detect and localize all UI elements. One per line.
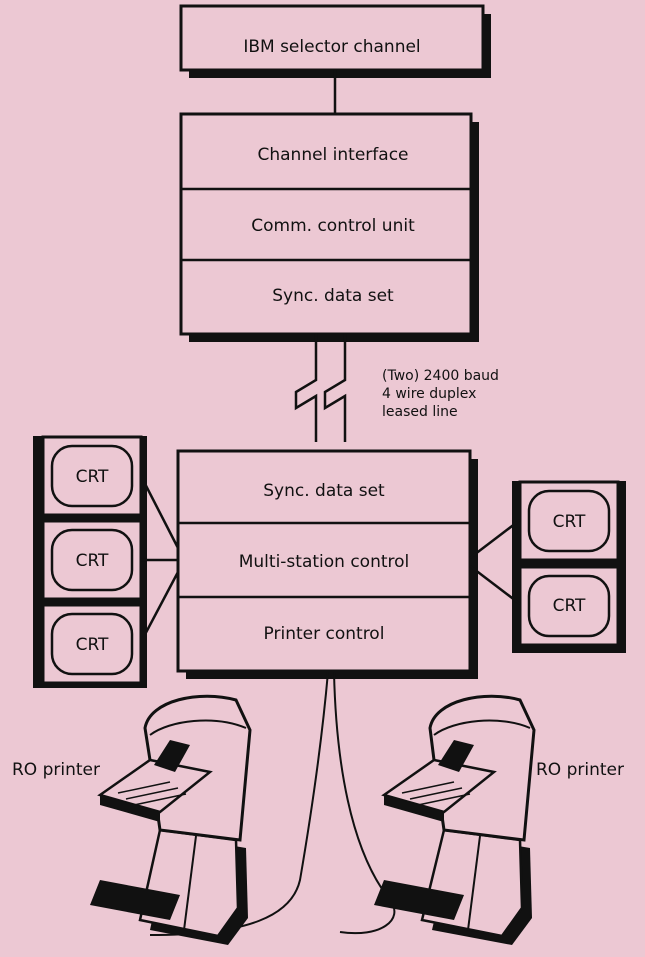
crt-screen-icon	[50, 444, 134, 508]
comm-control-unit-label: Comm. control unit	[251, 216, 415, 236]
crt-stack-right: CRT CRT	[512, 480, 626, 653]
crt-label: CRT	[76, 467, 109, 487]
crt-left-1: CRT	[41, 435, 143, 517]
ro-printer-right: RO printer	[374, 694, 624, 945]
crt-label: CRT	[76, 551, 109, 571]
crt-screen-icon	[50, 612, 134, 676]
ibm-selector-channel-label: IBM selector channel	[243, 37, 420, 57]
crt-left-2: CRT	[41, 519, 143, 601]
crt-left-3: CRT	[41, 603, 143, 685]
terminal-control-unit: Sync. data set Multi-station control Pri…	[176, 449, 478, 679]
ro-printer-right-label: RO printer	[536, 760, 624, 780]
crt-label: CRT	[76, 635, 109, 655]
left-crt-connectors	[139, 475, 180, 643]
printer-control-label: Printer control	[264, 624, 385, 644]
multi-station-control-label: Multi-station control	[239, 552, 410, 572]
ibm-selector-channel-box: IBM selector channel	[179, 4, 491, 78]
channel-interface-label: Channel interface	[257, 145, 408, 165]
crt-screen-icon	[527, 489, 611, 553]
crt-label: CRT	[553, 512, 586, 532]
line-note-line2: 4 wire duplex	[382, 386, 476, 402]
crt-screen-icon	[50, 528, 134, 592]
line-note-line3: leased line	[382, 404, 458, 420]
line-note-line1: (Two) 2400 baud	[382, 368, 499, 384]
crt-right-1: CRT	[518, 480, 620, 562]
crt-label: CRT	[553, 596, 586, 616]
leased-line-symbol	[294, 334, 347, 442]
terminal-sync-data-set-label: Sync. data set	[263, 481, 385, 501]
host-sync-data-set-label: Sync. data set	[272, 286, 394, 306]
crt-right-2: CRT	[518, 565, 620, 647]
right-crt-connectors	[469, 519, 521, 605]
crt-screen-icon	[527, 574, 611, 638]
host-control-unit: Channel interface Comm. control unit Syn…	[179, 112, 479, 342]
leased-line-note: (Two) 2400 baud 4 wire duplex leased lin…	[382, 368, 499, 420]
ro-printer-left-label: RO printer	[12, 760, 100, 780]
crt-stack-left: CRT CRT CRT	[33, 435, 147, 688]
ro-printer-left: RO printer	[12, 694, 252, 945]
